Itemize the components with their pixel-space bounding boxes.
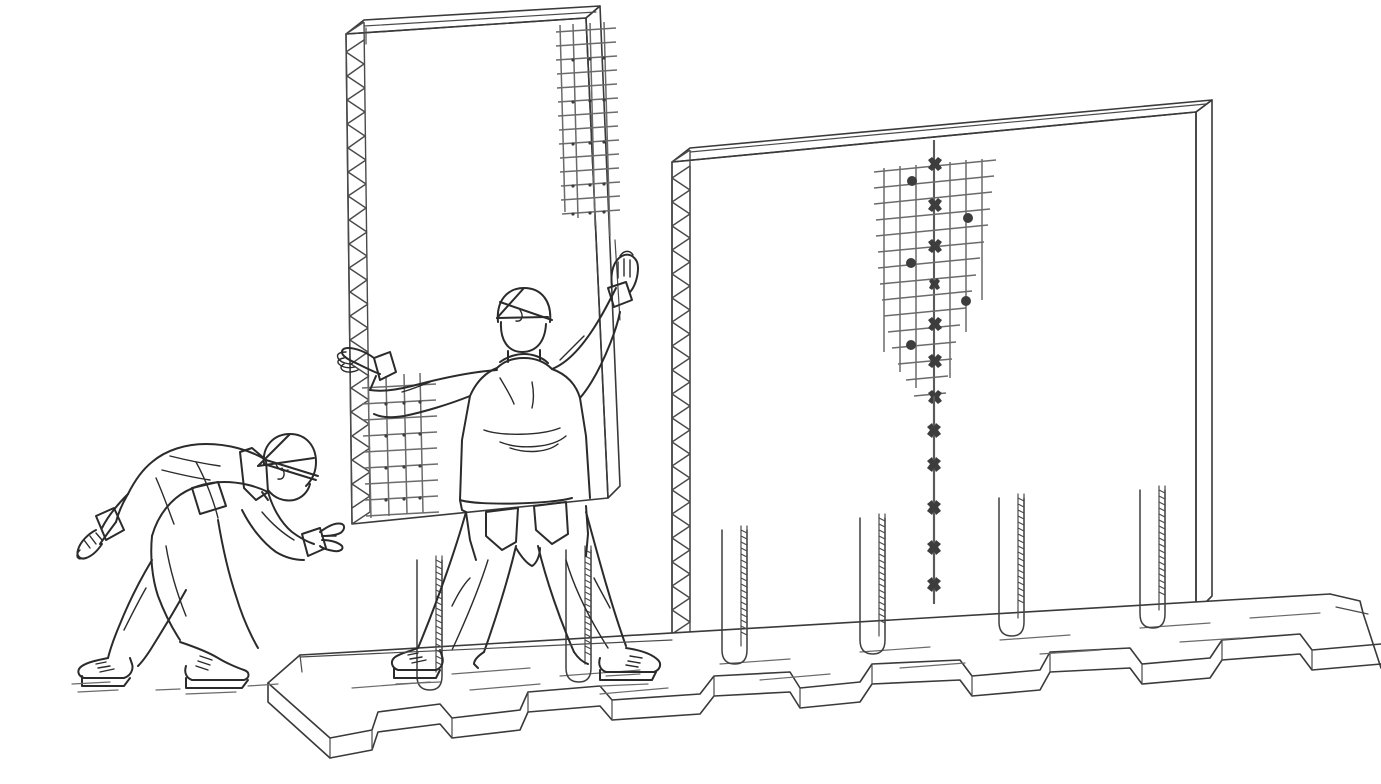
rebar-mesh-front-lower: [361, 372, 440, 519]
vertical-starter-bar: [927, 396, 941, 604]
ribbed-bar-5: [1017, 493, 1025, 619]
dowel-pair-5: [998, 493, 1025, 637]
safety-glasses: [263, 459, 319, 481]
footing-dowels: [416, 485, 1166, 691]
dowel-pair-1: [416, 555, 443, 691]
foundation-slab: [267, 593, 1381, 759]
hand-left-bending: [76, 529, 103, 560]
ribbed-bar-6: [1158, 485, 1166, 611]
mesh-dots-front-upper: [571, 56, 606, 216]
grip-rebar: [614, 239, 621, 321]
boot-left-standing: [390, 647, 485, 679]
ribbed-bar-1: [435, 555, 443, 673]
panel-front-left: [345, 5, 621, 525]
worker-bending: [71, 433, 346, 695]
slab-back-edge-left: [299, 639, 673, 658]
worker-standing: [336, 250, 662, 687]
hand-pointing-bending: [319, 522, 346, 553]
mesh-spacer-dots: [906, 176, 973, 350]
rebar-mesh-front-upper: [555, 21, 621, 237]
boot-right-standing: [573, 647, 662, 681]
dowel-pair-3: [721, 525, 748, 665]
boot-rear-bending: [179, 641, 250, 689]
hand-left-standing: [336, 347, 381, 375]
tie-knots-mesh: [928, 157, 942, 404]
boot-front-bending: [77, 657, 134, 687]
tie-knots-starter: [927, 423, 941, 592]
ribbed-bar-4: [878, 513, 886, 637]
hand-right-standing: [610, 250, 639, 293]
dowel-pair-4: [859, 513, 886, 655]
ribbed-bar-3: [740, 525, 748, 647]
mesh-dots-front-lower: [384, 400, 422, 502]
dowel-pair-6: [1139, 485, 1166, 629]
